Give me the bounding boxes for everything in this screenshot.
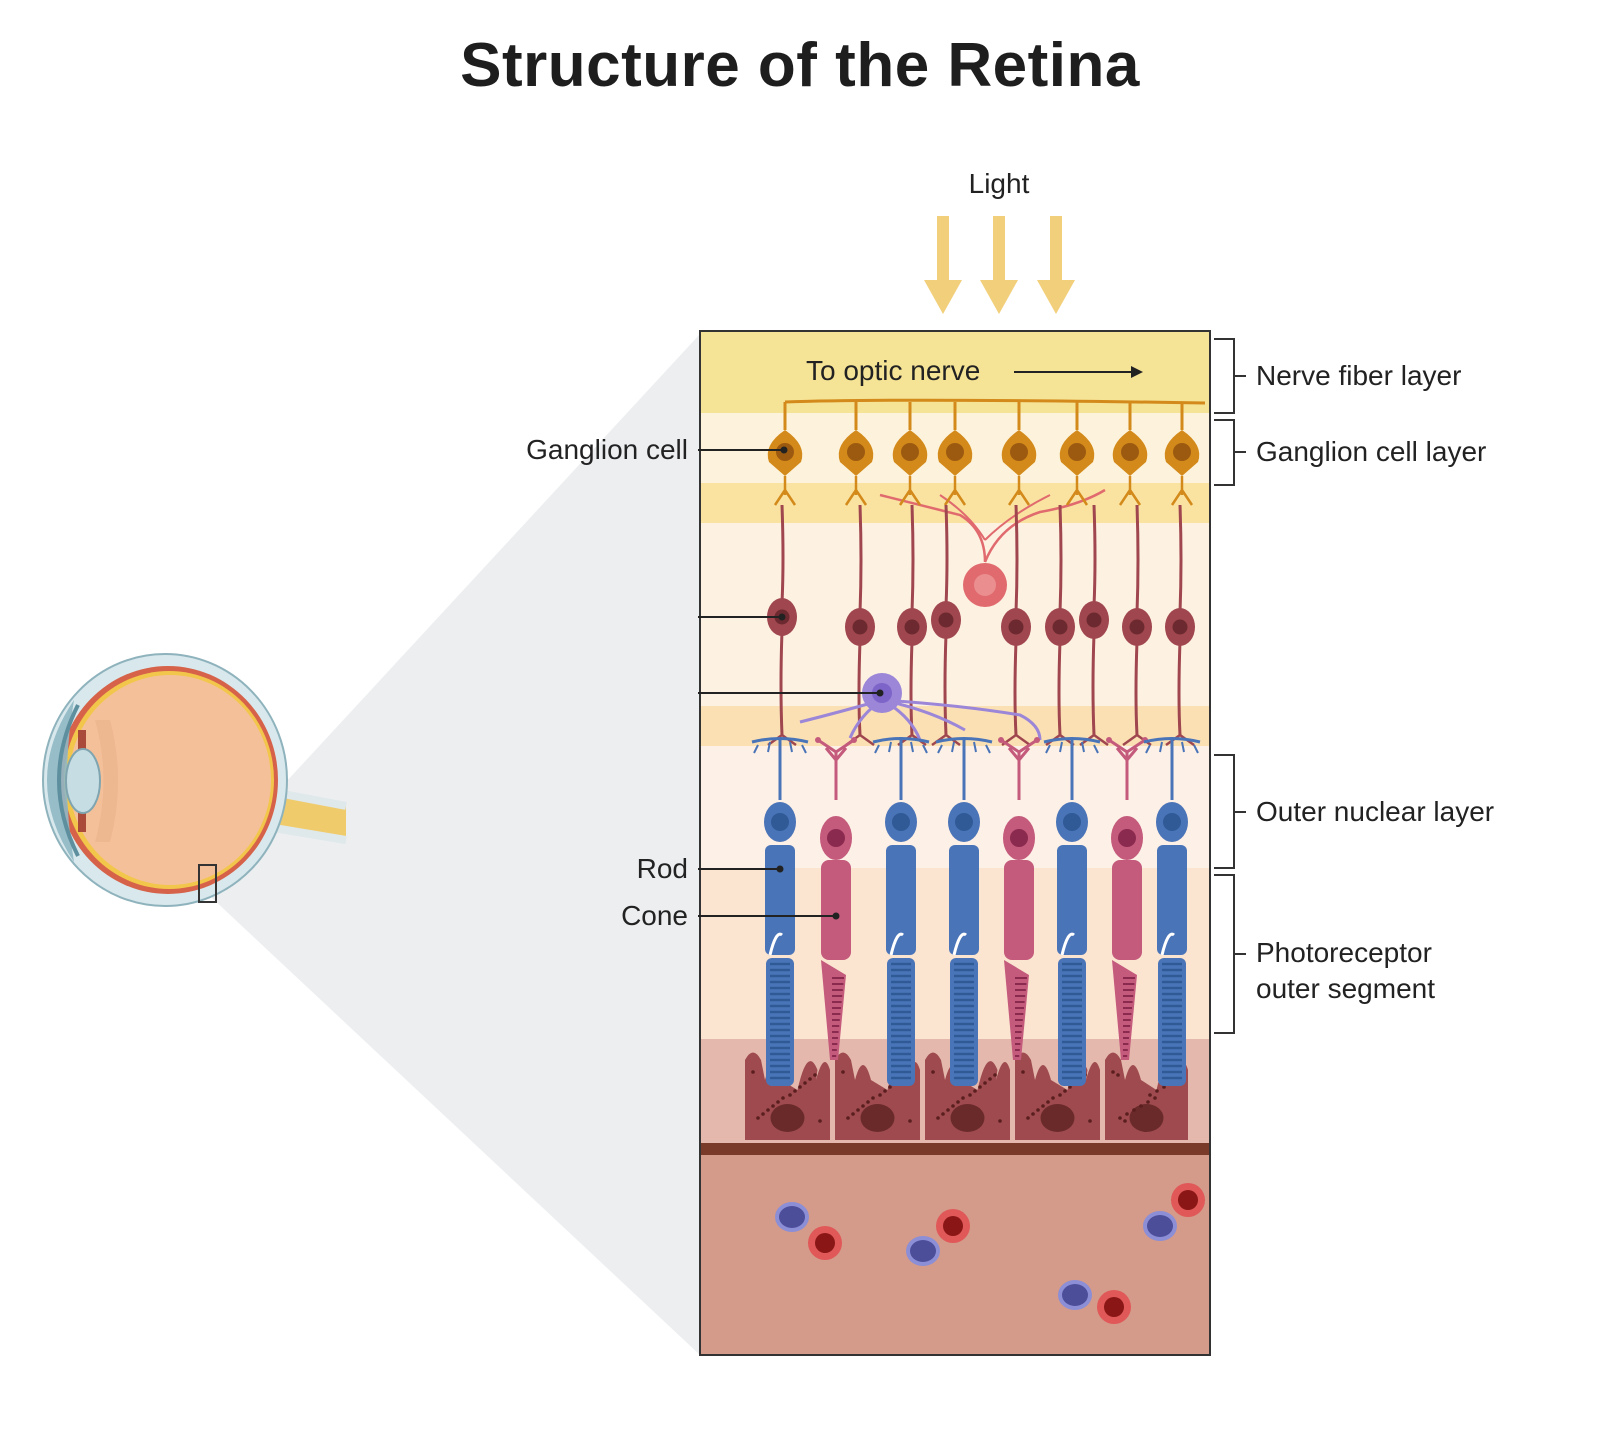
rod-cell — [1143, 737, 1201, 1086]
ganglion-cell — [1059, 430, 1095, 506]
ganglion-cell — [1112, 430, 1148, 506]
amacrine-cell — [879, 488, 1106, 607]
photoreceptor-label-line1: Photoreceptor — [1256, 937, 1432, 968]
nerve-fibers — [783, 398, 1206, 430]
bipolar-cell — [1165, 504, 1195, 747]
zoom-projection — [212, 334, 700, 1355]
page-title: Structure of the Retina — [460, 31, 1140, 100]
ganglion-cell — [1001, 430, 1037, 506]
cone-cell — [815, 737, 857, 1060]
cone-cell — [1106, 737, 1148, 1060]
retina-panel-border — [699, 330, 1211, 1356]
light-label: Light — [969, 168, 1030, 199]
light-arrow — [924, 216, 962, 314]
bipolar-cell — [1001, 504, 1031, 747]
ganglion-cell-layer-label: Ganglion cell layer — [1256, 436, 1486, 467]
light-arrow — [1037, 216, 1075, 314]
choroid-blood-cells — [775, 1183, 1205, 1324]
lens — [65, 748, 101, 814]
bipolar-cells — [767, 504, 1195, 747]
photoreceptors — [751, 737, 1201, 1086]
rpe-cell — [925, 1052, 1010, 1140]
choroid-band — [700, 1155, 1210, 1355]
bipolar-cell — [931, 504, 961, 747]
ganglion-cell — [1164, 430, 1200, 506]
cone-cell — [998, 737, 1040, 1060]
bruchs-membrane — [700, 1143, 1210, 1155]
cone-label: Cone — [621, 900, 688, 931]
layer-brackets — [1214, 338, 1246, 1034]
nerve-fiber-layer-label: Nerve fiber layer — [1256, 360, 1461, 391]
ganglion-cells — [767, 430, 1200, 506]
eyeball — [42, 653, 347, 907]
rod-label: Rod — [637, 853, 688, 884]
ganglion-cell — [937, 430, 973, 506]
light-arrows — [924, 216, 1075, 314]
ganglion-cell — [892, 430, 928, 506]
optic-nerve-arrow — [1014, 366, 1143, 378]
rpe-cell — [745, 1052, 830, 1140]
ganglion-cell-label: Ganglion cell — [526, 434, 688, 465]
bipolar-cell — [1045, 504, 1075, 747]
photoreceptor-label-line2: outer segment — [1256, 973, 1435, 1004]
outer-nuclear-layer-label: Outer nuclear layer — [1256, 796, 1494, 827]
zoom-region-marker — [198, 864, 217, 903]
rod-cell — [935, 737, 993, 1086]
bipolar-cell — [1079, 504, 1109, 747]
bipolar-cell — [1122, 504, 1152, 747]
ganglion-cell — [838, 430, 874, 506]
light-arrow — [980, 216, 1018, 314]
optic-nerve-label: To optic nerve — [806, 355, 980, 386]
rod-cell — [872, 737, 930, 1086]
rod-cell — [751, 737, 809, 1086]
rod-cell — [1043, 737, 1101, 1086]
